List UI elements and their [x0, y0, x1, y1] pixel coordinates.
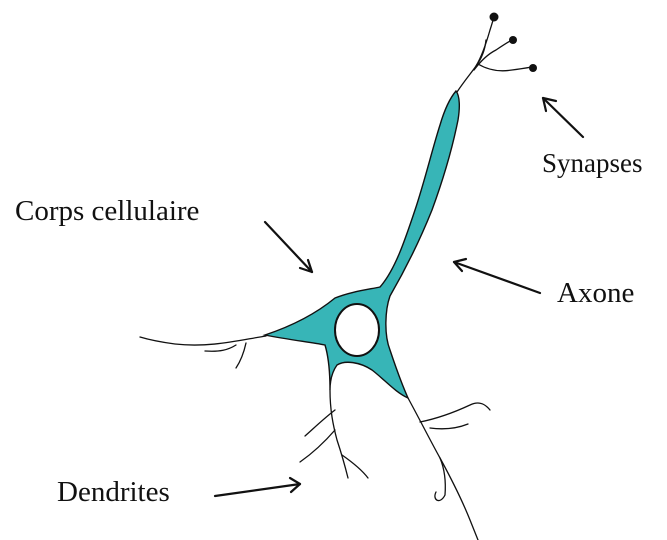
- label-arrows: [215, 98, 583, 496]
- dendrites-arrow: [215, 484, 300, 496]
- synapses-arrow: [543, 98, 583, 137]
- axone-arrow: [454, 262, 540, 293]
- dendrites-label: Dendrites: [57, 478, 170, 507]
- synapse-terminals: [490, 13, 538, 73]
- corps-cellulaire-label: Corps cellulaire: [15, 197, 199, 226]
- axone-label: Axone: [557, 279, 634, 308]
- corps-cellulaire-arrow: [265, 222, 312, 272]
- synapses-label: Synapses: [542, 150, 643, 177]
- neuron-branches: [140, 17, 532, 540]
- neuron-nucleus: [335, 304, 379, 356]
